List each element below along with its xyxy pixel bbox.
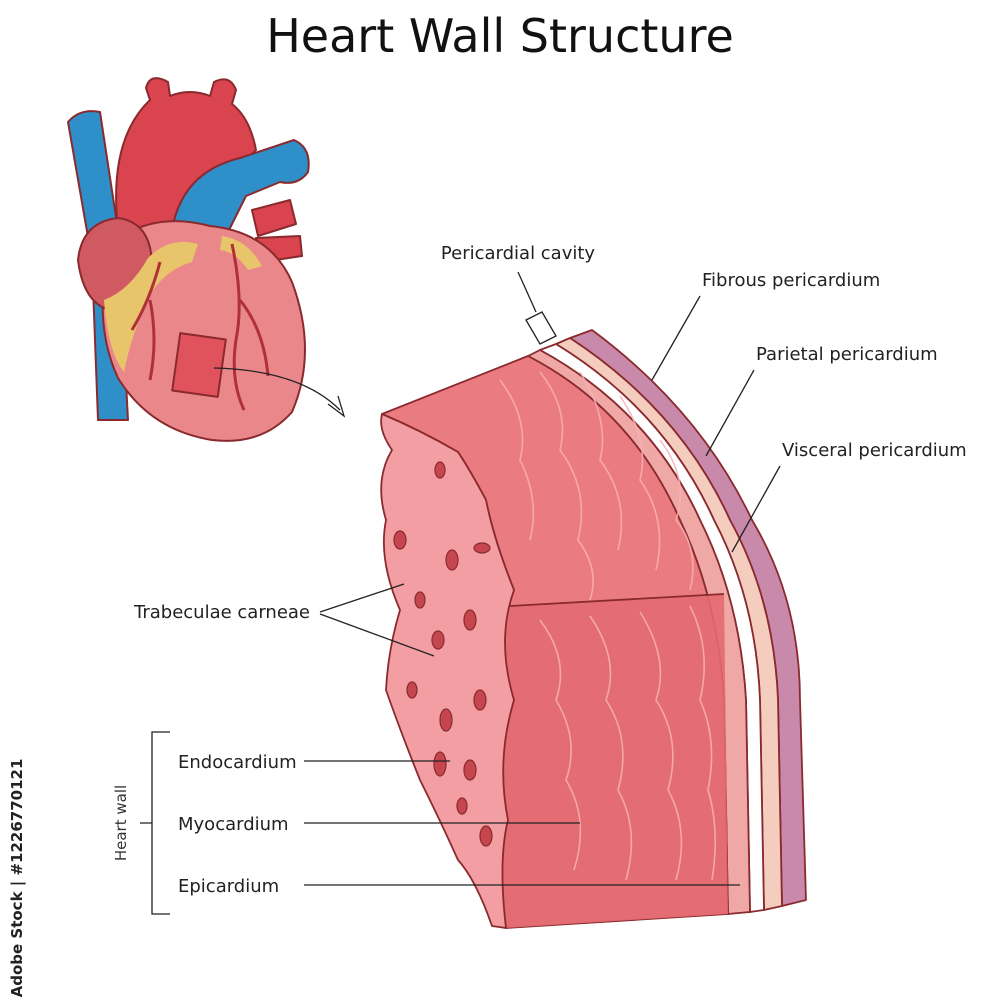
myocardium-edge <box>509 593 725 607</box>
coronary-artery-anterior <box>230 243 270 411</box>
heart-wall-bracket <box>140 731 170 915</box>
label-pericardial-cavity: Pericardial cavity <box>441 243 596 264</box>
leader-fibrous-pericardium <box>651 295 701 381</box>
label-fibrous-pericardium: Fibrous pericardium <box>702 270 880 291</box>
leader-pericardial-cavity <box>517 271 537 313</box>
leader-trabeculae-lower <box>319 613 435 657</box>
leader-parietal-pericardium <box>705 369 755 457</box>
coronary-fat <box>104 241 198 372</box>
label-parietal-pericardium: Parietal pericardium <box>756 344 938 365</box>
page-title: Heart Wall Structure <box>266 9 734 63</box>
arrow-head <box>327 395 346 418</box>
muscle-fibers <box>499 371 716 881</box>
heart-illustration <box>67 77 310 442</box>
magnify-arrow <box>213 367 341 411</box>
label-myocardium: Myocardium <box>178 814 289 835</box>
stock-watermark: Adobe Stock | #1226770121 <box>8 759 27 998</box>
trabeculae-holes <box>393 461 493 847</box>
leader-visceral-pericardium <box>731 465 781 553</box>
wall-cross-section <box>380 329 807 929</box>
label-endocardium: Endocardium <box>178 752 297 773</box>
aorta <box>115 77 257 231</box>
coronary-fat-right <box>220 236 262 270</box>
pulmonary-artery <box>171 139 310 241</box>
sample-region <box>171 332 227 398</box>
label-heart-wall: Heart wall <box>112 785 130 861</box>
coronary-artery-left <box>130 261 162 381</box>
label-trabeculae-carneae: Trabeculae carneae <box>133 602 310 623</box>
bracket-pericardial-cavity <box>525 311 557 345</box>
leader-trabeculae-upper <box>319 583 405 613</box>
myocardium-front-face <box>502 594 728 928</box>
pulmonary-vein-upper <box>251 199 297 237</box>
label-epicardium: Epicardium <box>178 876 279 897</box>
label-visceral-pericardium: Visceral pericardium <box>782 440 967 461</box>
